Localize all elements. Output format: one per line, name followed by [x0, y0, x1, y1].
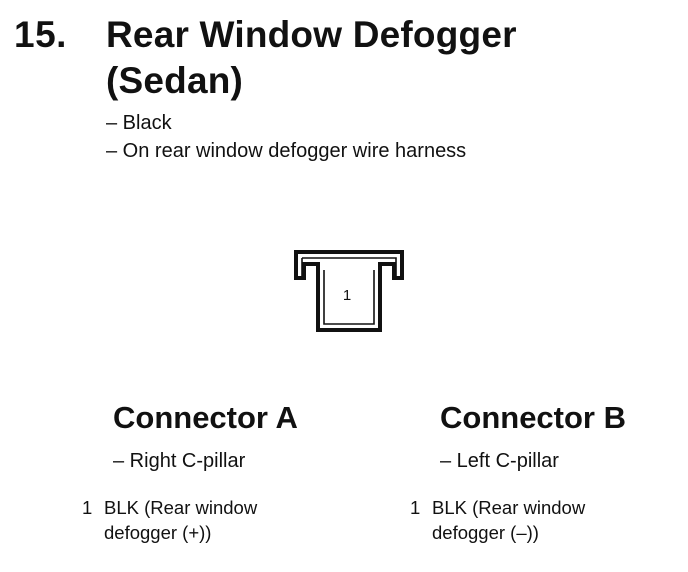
connector-a-heading: Connector A	[113, 400, 298, 435]
note-location: – On rear window defogger wire harness	[106, 140, 467, 162]
connector-b-location: – Left C-pillar	[440, 450, 559, 472]
section-number: 15.	[14, 14, 67, 55]
connector-b-pin-row: 1 BLK (Rear window defogger (–))	[410, 495, 585, 545]
pin-number: 1	[82, 497, 93, 518]
section-subtitle: (Sedan)	[106, 60, 244, 101]
connector-a-pin-row: 1 BLK (Rear window defogger (+))	[82, 495, 257, 545]
pin-description: BLK (Rear window defogger (–))	[432, 497, 586, 543]
diagram-pin-label: 1	[343, 287, 351, 304]
pin-number: 1	[410, 497, 421, 518]
note-color: – Black	[106, 112, 172, 134]
connector-outline	[294, 250, 404, 332]
section-title: Rear Window Defogger	[106, 14, 517, 55]
connector-diagram: 1	[294, 250, 404, 332]
connector-a-location: – Right C-pillar	[113, 450, 246, 472]
connector-inner-outline	[301, 257, 397, 325]
pin-description: BLK (Rear window defogger (+))	[104, 497, 258, 543]
connector-b-heading: Connector B	[440, 400, 626, 435]
